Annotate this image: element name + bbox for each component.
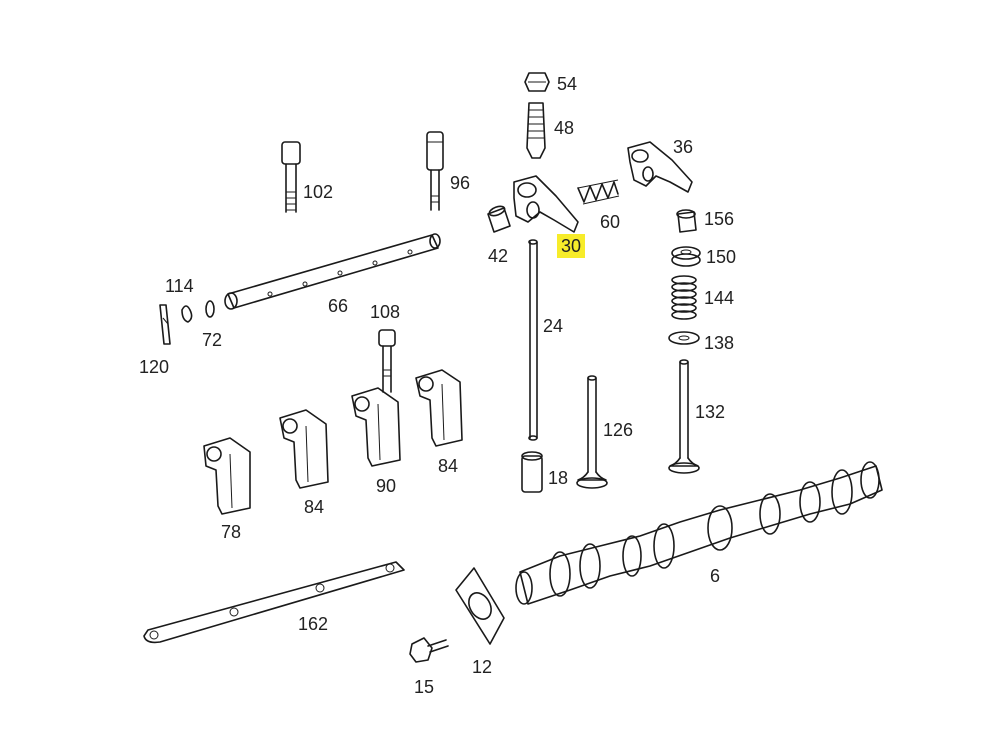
label-102: 102 (303, 182, 334, 202)
part-18-tappet (521, 451, 543, 493)
label-30-highlighted: 30 (557, 234, 586, 258)
label-42: 42 (488, 246, 509, 266)
label-96: 96 (450, 173, 471, 193)
part-15-bolt (409, 637, 449, 663)
part-84-bracket-left (279, 409, 329, 489)
part-42-bushing (487, 205, 511, 233)
part-144-valve-spring (671, 275, 697, 320)
part-156-valve-cap (676, 209, 697, 233)
part-36-rocker-arm (627, 141, 693, 193)
part-120-pin (159, 304, 171, 345)
label-72: 72 (202, 330, 223, 350)
label-60: 60 (600, 212, 621, 232)
part-48-adjuster-screw (526, 102, 546, 159)
label-78: 78 (221, 522, 242, 542)
part-114-retainer (181, 305, 193, 323)
part-24-push-rod (528, 239, 538, 441)
label-90: 90 (376, 476, 397, 496)
part-72-circlip (205, 300, 215, 318)
part-96-stud (426, 131, 444, 211)
label-132: 132 (695, 402, 726, 422)
part-12-gasket (455, 567, 505, 645)
label-48: 48 (554, 118, 575, 138)
label-108: 108 (370, 302, 401, 322)
label-162: 162 (298, 614, 329, 634)
label-36: 36 (673, 137, 694, 157)
part-30-rocker-arm (513, 175, 579, 233)
part-138-washer (668, 331, 700, 345)
part-126-valve (576, 375, 608, 489)
part-60-spring (577, 179, 620, 205)
part-162-oil-pipe (143, 561, 405, 644)
label-114: 114 (165, 276, 194, 296)
part-102-bolt (281, 141, 301, 213)
part-132-valve (668, 359, 700, 474)
label-12: 12 (472, 657, 493, 677)
part-90-bracket (351, 387, 401, 467)
part-84-bracket-right (415, 369, 463, 447)
label-54: 54 (557, 74, 578, 94)
label-84-left: 84 (304, 497, 325, 517)
label-138: 138 (704, 333, 735, 353)
label-6: 6 (710, 566, 721, 586)
part-78-bracket (203, 437, 251, 515)
part-66-rocker-shaft (224, 233, 441, 310)
label-144: 144 (704, 288, 735, 308)
part-150-spring-retainer (671, 246, 701, 267)
label-66: 66 (328, 296, 349, 316)
label-156: 156 (704, 209, 735, 229)
part-108-bolt (378, 329, 396, 393)
label-126: 126 (603, 420, 634, 440)
part-6-camshaft (515, 461, 883, 605)
part-54-nut (524, 72, 550, 92)
label-150: 150 (706, 247, 737, 267)
label-84-right: 84 (438, 456, 459, 476)
label-15: 15 (414, 677, 435, 697)
label-120: 120 (139, 357, 170, 377)
label-24: 24 (543, 316, 564, 336)
label-18: 18 (548, 468, 569, 488)
